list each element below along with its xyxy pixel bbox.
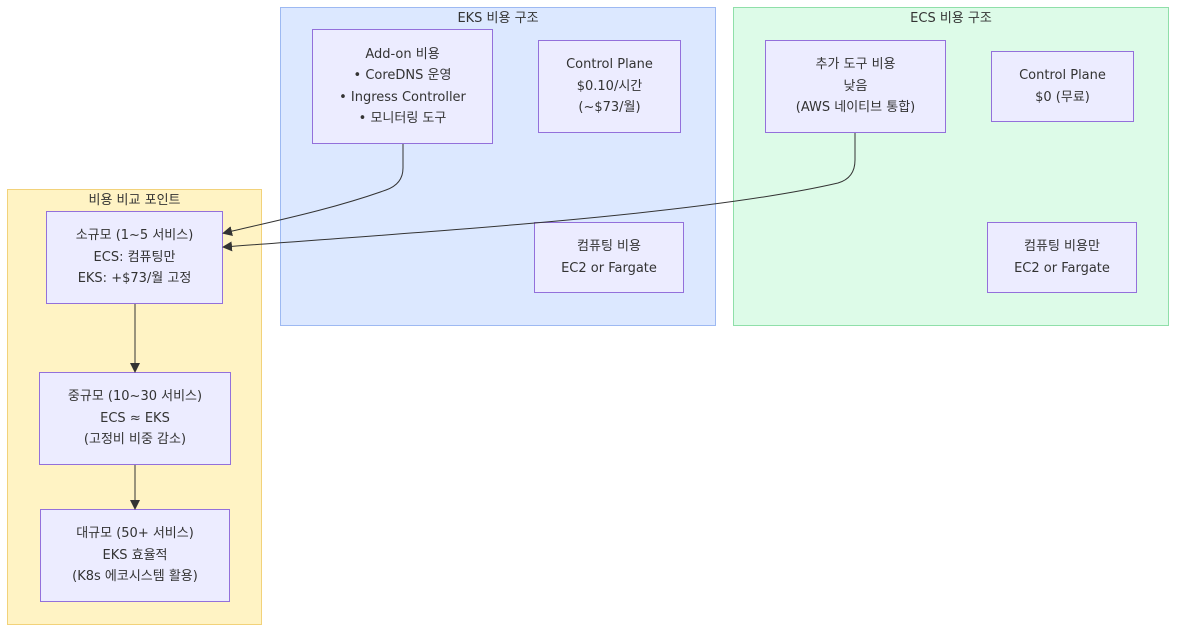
node-line: ECS ≈ EKS	[100, 410, 170, 426]
node-line: 낮음	[843, 78, 868, 94]
node-line: 컴퓨팅 비용	[577, 239, 641, 254]
node-line: $0 (무료)	[1035, 89, 1090, 105]
node-line: (고정비 비중 감소)	[83, 432, 187, 448]
node-line: (~$73/월)	[578, 100, 641, 116]
ecs-control-plane-node: Control Plane $0 (무료)	[991, 51, 1134, 122]
node-line: 소규모 (1~5 서비스)	[75, 228, 194, 244]
node-line: • CoreDNS 운영	[353, 68, 452, 83]
eks-compute-cost-node: 컴퓨팅 비용 EC2 or Fargate	[534, 222, 684, 293]
node-line: Control Plane	[566, 57, 653, 73]
ecs-group-title: ECS 비용 구조	[910, 11, 992, 26]
node-line: EC2 or Fargate	[1014, 260, 1110, 276]
ecs-compute-cost-node: 컴퓨팅 비용만 EC2 or Fargate	[987, 222, 1137, 293]
node-line: 컴퓨팅 비용만	[1024, 239, 1100, 254]
eks-control-plane-node: Control Plane $0.10/시간 (~$73/월)	[538, 40, 681, 133]
large-scale-node: 대규모 (50+ 서비스) EKS 효율적 (K8s 에코시스템 활용)	[40, 509, 230, 602]
node-line: ECS: 컴퓨팅만	[93, 249, 176, 265]
node-line: 대규모 (50+ 서비스)	[76, 526, 194, 542]
node-line: (AWS 네이티브 통합)	[795, 100, 916, 116]
medium-scale-node: 중규모 (10~30 서비스) ECS ≈ EKS (고정비 비중 감소)	[39, 372, 231, 465]
node-line: $0.10/시간	[576, 78, 643, 94]
ecs-tools-cost-node: 추가 도구 비용 낮음 (AWS 네이티브 통합)	[765, 40, 946, 133]
node-line: EKS 효율적	[102, 547, 168, 563]
node-line: • 모니터링 도구	[358, 111, 447, 126]
node-line: • Ingress Controller	[339, 89, 466, 105]
node-line: EC2 or Fargate	[561, 260, 657, 276]
node-line: 추가 도구 비용	[815, 57, 896, 73]
small-scale-node: 소규모 (1~5 서비스) ECS: 컴퓨팅만 EKS: +$73/월 고정	[46, 211, 223, 304]
cost-group-title: 비용 비교 포인트	[88, 193, 181, 208]
eks-group-title: EKS 비용 구조	[457, 11, 539, 26]
node-line: 중규모 (10~30 서비스)	[67, 389, 203, 405]
node-line: (K8s 에코시스템 활용)	[72, 569, 198, 585]
node-line: Add-on 비용	[365, 46, 440, 62]
node-line: Control Plane	[1019, 68, 1106, 83]
node-line: EKS: +$73/월 고정	[77, 271, 192, 287]
eks-addon-cost-node: Add-on 비용 • CoreDNS 운영 • Ingress Control…	[312, 29, 493, 144]
